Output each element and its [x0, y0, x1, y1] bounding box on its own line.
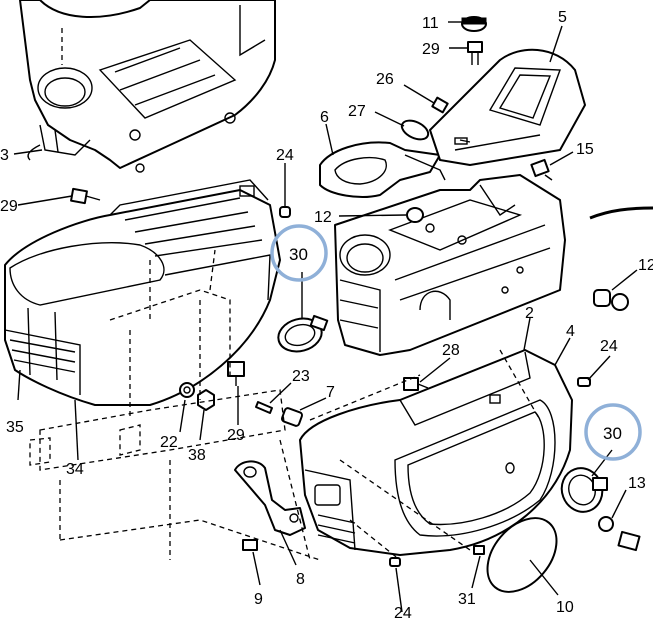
callout-24-bottom: 24: [394, 605, 412, 618]
callout-3: 3: [0, 147, 9, 164]
hose-clamp-left: [277, 314, 329, 353]
callout-29-top: 29: [422, 41, 440, 58]
left-storage-bin: [4, 179, 281, 406]
dashed-mounting-frame: [29, 249, 541, 561]
armrest-cover: [429, 48, 586, 166]
callout-labels: 11 5 29 26 27 6 15 24 3 29 12 30 12 2 4 …: [0, 9, 653, 618]
top-left-console-tray: [19, 0, 276, 173]
screw-23: [255, 401, 273, 414]
callout-28: 28: [442, 342, 460, 359]
leader-lines: [13, 21, 638, 613]
callout-4: 4: [566, 323, 575, 340]
callout-12-mid: 12: [314, 209, 332, 226]
callout-15: 15: [576, 141, 594, 158]
callout-26: 26: [376, 71, 394, 88]
callout-7: 7: [326, 384, 335, 401]
callout-38: 38: [188, 447, 206, 464]
callout-12-right: 12: [638, 257, 653, 274]
callout-24-right: 24: [600, 338, 618, 355]
callout-27: 27: [348, 103, 366, 120]
callout-29-left: 29: [0, 198, 18, 215]
callout-5: 5: [558, 9, 567, 26]
callout-9: 9: [254, 591, 263, 608]
callout-10: 10: [556, 599, 574, 616]
callout-34: 34: [66, 461, 84, 478]
callout-2: 2: [525, 305, 534, 322]
callout-35: 35: [6, 419, 24, 436]
highlight-ring-left: [270, 224, 328, 282]
spacer: [280, 407, 304, 427]
callout-22: 22: [160, 434, 178, 451]
callout-23: 23: [292, 368, 310, 385]
callout-29-lower: 29: [227, 427, 245, 444]
callout-8: 8: [296, 571, 305, 588]
callout-11: 11: [422, 15, 439, 32]
callout-30-left: 30: [289, 245, 308, 264]
cup-holder-lid: [319, 141, 446, 198]
edge-curve: [589, 206, 653, 220]
hose-clamp-right: [560, 467, 608, 513]
callout-13: 13: [628, 475, 646, 492]
callout-30-right: 30: [603, 424, 622, 443]
right-storage-bin: [299, 349, 573, 556]
gasket: [486, 517, 558, 593]
callout-31: 31: [458, 591, 476, 608]
fasteners: [70, 16, 641, 567]
callout-24-upper: 24: [276, 147, 294, 164]
callout-6: 6: [320, 109, 329, 126]
mounting-bracket: [234, 460, 306, 536]
highlight-ring-right: [584, 403, 642, 461]
center-bracket-assembly: [334, 174, 566, 356]
